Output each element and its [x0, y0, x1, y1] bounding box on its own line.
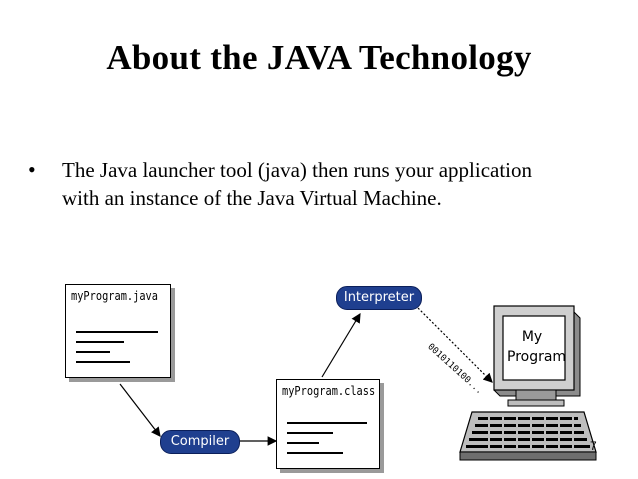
- text-line: [287, 442, 319, 444]
- page-number: 7: [590, 439, 597, 453]
- bullet-marker: •: [28, 157, 36, 182]
- slide-title: About the JAVA Technology: [106, 38, 532, 77]
- bullet-text: The Java launcher tool (java) then runs …: [62, 158, 532, 210]
- class-file-document: myProgram.class: [276, 379, 380, 469]
- arrow-class-to-interpreter: [321, 312, 361, 378]
- compiler-pill: Compiler: [160, 430, 240, 454]
- computer-screen-text: My Program: [507, 327, 567, 367]
- text-line: [76, 351, 110, 353]
- text-line: [76, 331, 158, 333]
- text-line: [76, 341, 124, 343]
- text-line: [287, 452, 343, 454]
- arrow-source-to-compiler: [119, 383, 161, 437]
- text-line: [287, 422, 367, 424]
- source-file-label: myProgram.java: [71, 289, 158, 303]
- text-line: [76, 361, 130, 363]
- text-line: [287, 432, 333, 434]
- source-file-document: myProgram.java: [65, 284, 171, 378]
- class-file-label: myProgram.class: [282, 384, 376, 398]
- computer-icon: [459, 305, 597, 461]
- interpreter-pill: Interpreter: [336, 286, 422, 310]
- screen-line-1: My: [521, 329, 543, 345]
- arrow-interpreter-to-computer: [417, 307, 493, 383]
- screen-line-2: Program: [507, 349, 567, 365]
